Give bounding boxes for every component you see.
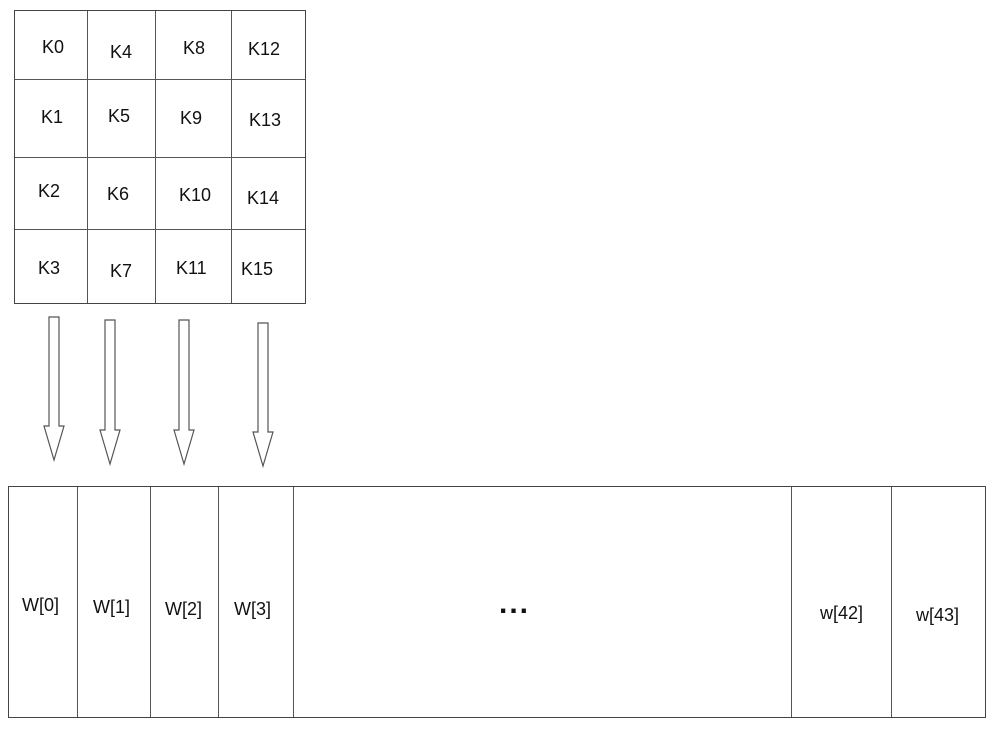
ellipsis: ... [499,587,531,620]
grid-divider [15,157,305,158]
key-matrix: K0 K1 K2 K3 K4 K5 K6 K7 K8 K9 K10 K11 K1… [14,10,306,304]
key-cell: K4 [110,42,133,62]
down-arrow-icon [252,322,274,469]
key-cell: K8 [183,38,206,58]
cell-divider [791,487,792,717]
word-cell: W[2] [165,599,203,619]
key-cell: K15 [241,259,274,279]
down-arrow-icon [99,319,121,467]
down-arrow-icon [173,319,195,467]
cell-divider [293,487,294,717]
cell-divider [77,487,78,717]
key-cell: K6 [107,184,130,204]
key-cell: K9 [180,108,203,128]
key-cell: K14 [247,188,280,208]
cell-divider [891,487,892,717]
key-cell: K0 [42,37,65,57]
key-cell: K10 [179,185,212,205]
word-cell: w[42] [820,603,864,623]
down-arrow-icon [43,316,65,463]
word-cell: W[0] [22,595,60,615]
cell-divider [150,487,151,717]
word-cell: W[3] [234,599,272,619]
word-array: W[0] W[1] W[2] W[3] ... w[42] w[43] [8,486,986,718]
word-cell: w[43] [916,605,960,625]
key-cell: K7 [110,261,133,281]
key-cell: K12 [248,39,281,59]
grid-divider [15,229,305,230]
key-cell: K1 [41,107,64,127]
key-cell: K11 [176,258,207,278]
key-cell: K13 [249,110,282,130]
cell-divider [218,487,219,717]
key-cell: K2 [38,181,61,201]
key-cell: K3 [38,258,61,278]
grid-divider [15,79,305,80]
key-cell: K5 [108,106,131,126]
word-cell: W[1] [93,597,131,617]
